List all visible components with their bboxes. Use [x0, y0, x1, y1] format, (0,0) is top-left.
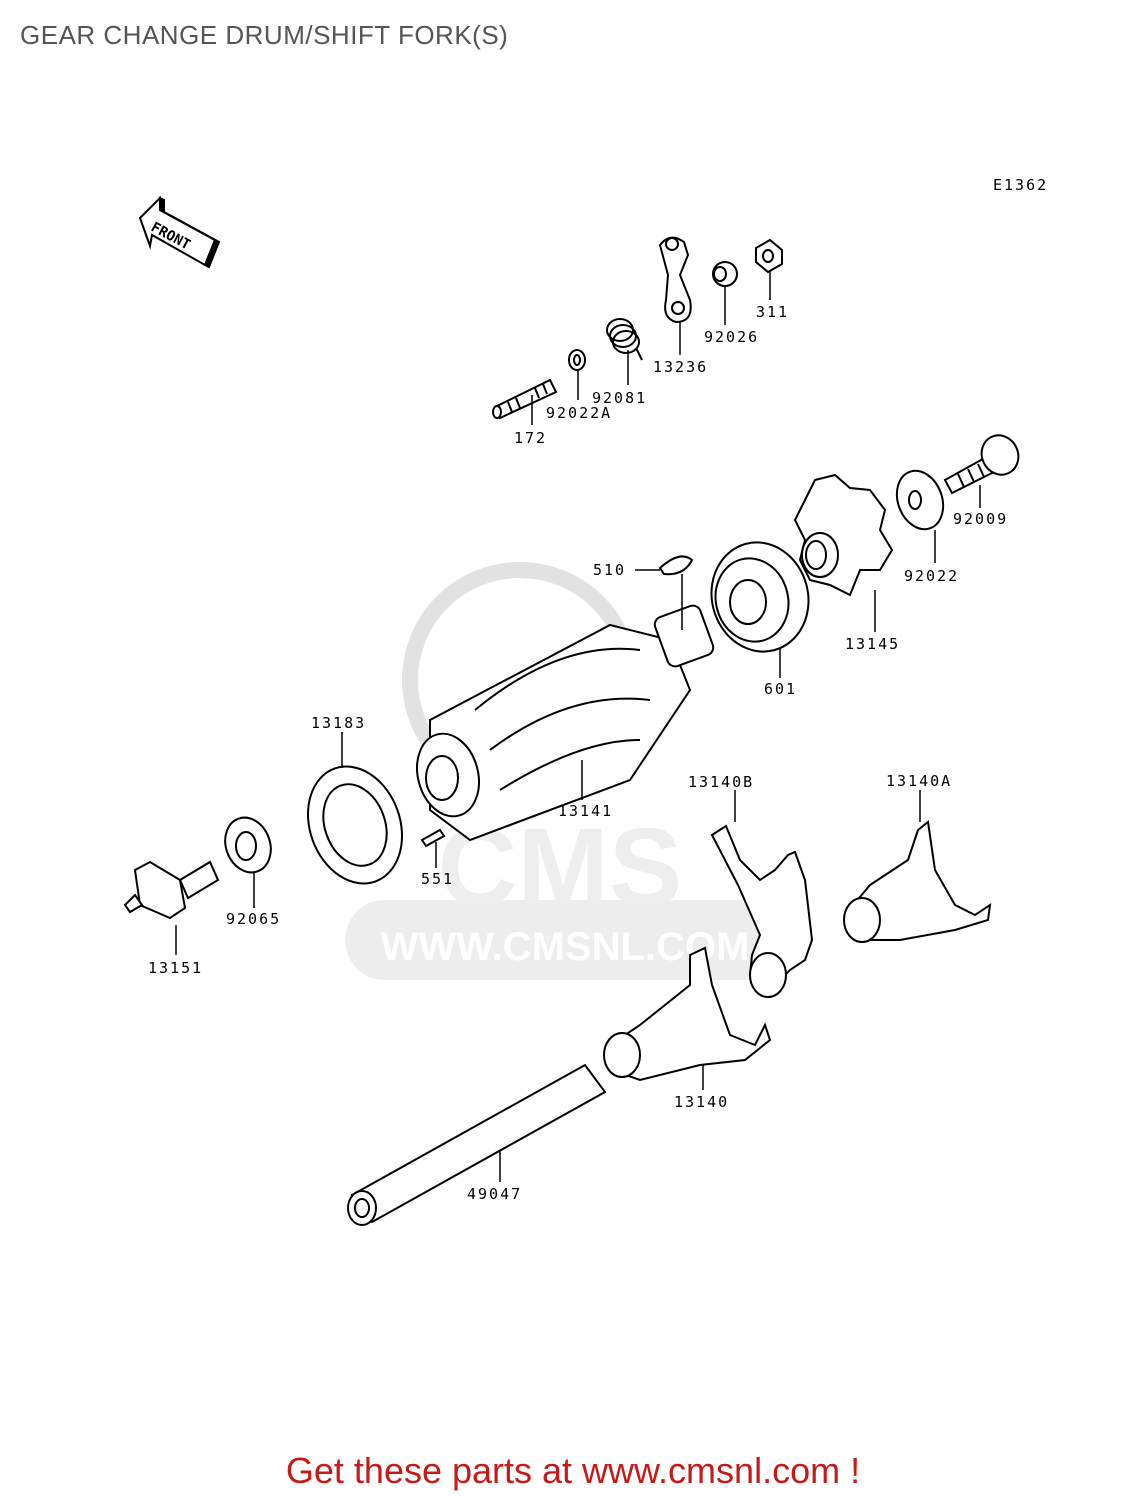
part-label-551: 551: [421, 870, 454, 888]
page-title: GEAR CHANGE DRUM/SHIFT FORK(S): [20, 20, 509, 50]
part-label-13145: 13145: [845, 635, 900, 653]
part-label-13140: 13140: [674, 1093, 729, 1111]
bearing-601: [710, 541, 810, 653]
washer-92022A: [568, 349, 586, 371]
part-label-172: 172: [514, 429, 547, 447]
part-label-49047: 49047: [467, 1185, 522, 1203]
lever-13236: [658, 236, 692, 324]
spring-92081: [606, 318, 643, 361]
part-label-13140B: 13140B: [688, 773, 754, 791]
part-label-92026: 92026: [704, 328, 759, 346]
fork-13140A: [843, 820, 992, 943]
plate-13145: [793, 473, 894, 597]
watermark-url: WWW.CMSNL.COM: [381, 925, 750, 969]
fork-13140B: [710, 824, 814, 998]
diagram-code: E1362: [993, 176, 1048, 194]
plate-13183: [306, 765, 404, 885]
part-label-311: 311: [756, 303, 789, 321]
leader-lines: [175, 270, 981, 1182]
drum-13141: [416, 604, 715, 842]
part-label-13141: 13141: [558, 802, 613, 820]
washer-92022: [895, 469, 945, 531]
part-label-92022: 92022: [904, 567, 959, 585]
part-label-13183: 13183: [311, 714, 366, 732]
washer-92065: [224, 816, 272, 874]
part-label-92081: 92081: [592, 389, 647, 407]
part-label-13151: 13151: [148, 959, 203, 977]
part-label-92022A: 92022A: [546, 404, 612, 422]
part-label-92065: 92065: [226, 910, 281, 928]
part-labels: 172 92022A 92081 13236 92026 311 92009 9…: [148, 303, 1008, 1203]
part-label-92009: 92009: [953, 510, 1008, 528]
part-label-510: 510: [593, 561, 626, 579]
shaft-49047: [347, 1063, 607, 1226]
switch-13151: [123, 860, 220, 920]
pin-172: [492, 378, 558, 420]
part-label-13236: 13236: [653, 358, 708, 376]
collar-92026: [712, 261, 738, 287]
pin-551: [420, 828, 446, 848]
part-label-13140A: 13140A: [886, 772, 952, 790]
key-510: [658, 555, 694, 576]
bolt-92009: [943, 434, 1020, 495]
nut-311: [755, 238, 783, 274]
part-label-601: 601: [764, 680, 797, 698]
fork-13140: [603, 946, 772, 1082]
front-arrow-icon: FRONT: [138, 195, 221, 269]
footer-promo-link[interactable]: Get these parts at www.cmsnl.com !: [285, 1450, 861, 1491]
